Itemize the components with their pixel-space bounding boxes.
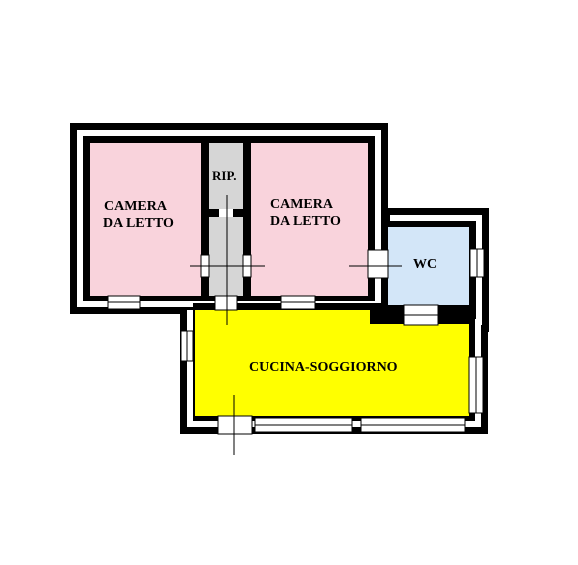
label-cucina-soggiorno: CUCINA-SOGGIORNO [249, 360, 398, 375]
axis-markers [190, 195, 402, 455]
label-wc: WC [413, 257, 437, 272]
label-camera-2-line1: CAMERA [270, 197, 334, 212]
room-ripostiglio [209, 143, 243, 296]
room-camera-1 [90, 143, 201, 296]
room-cucina-soggiorno [195, 310, 469, 416]
room-camera-2 [251, 143, 368, 296]
rip-door [219, 209, 233, 217]
label-camera-1-line1: CAMERA [104, 199, 168, 214]
windows [107, 248, 485, 433]
label-camera-1-line2: DA LETTO [103, 216, 174, 231]
label-ripostiglio: RIP. [212, 168, 236, 183]
label-camera-2-line2: DA LETTO [270, 214, 341, 229]
